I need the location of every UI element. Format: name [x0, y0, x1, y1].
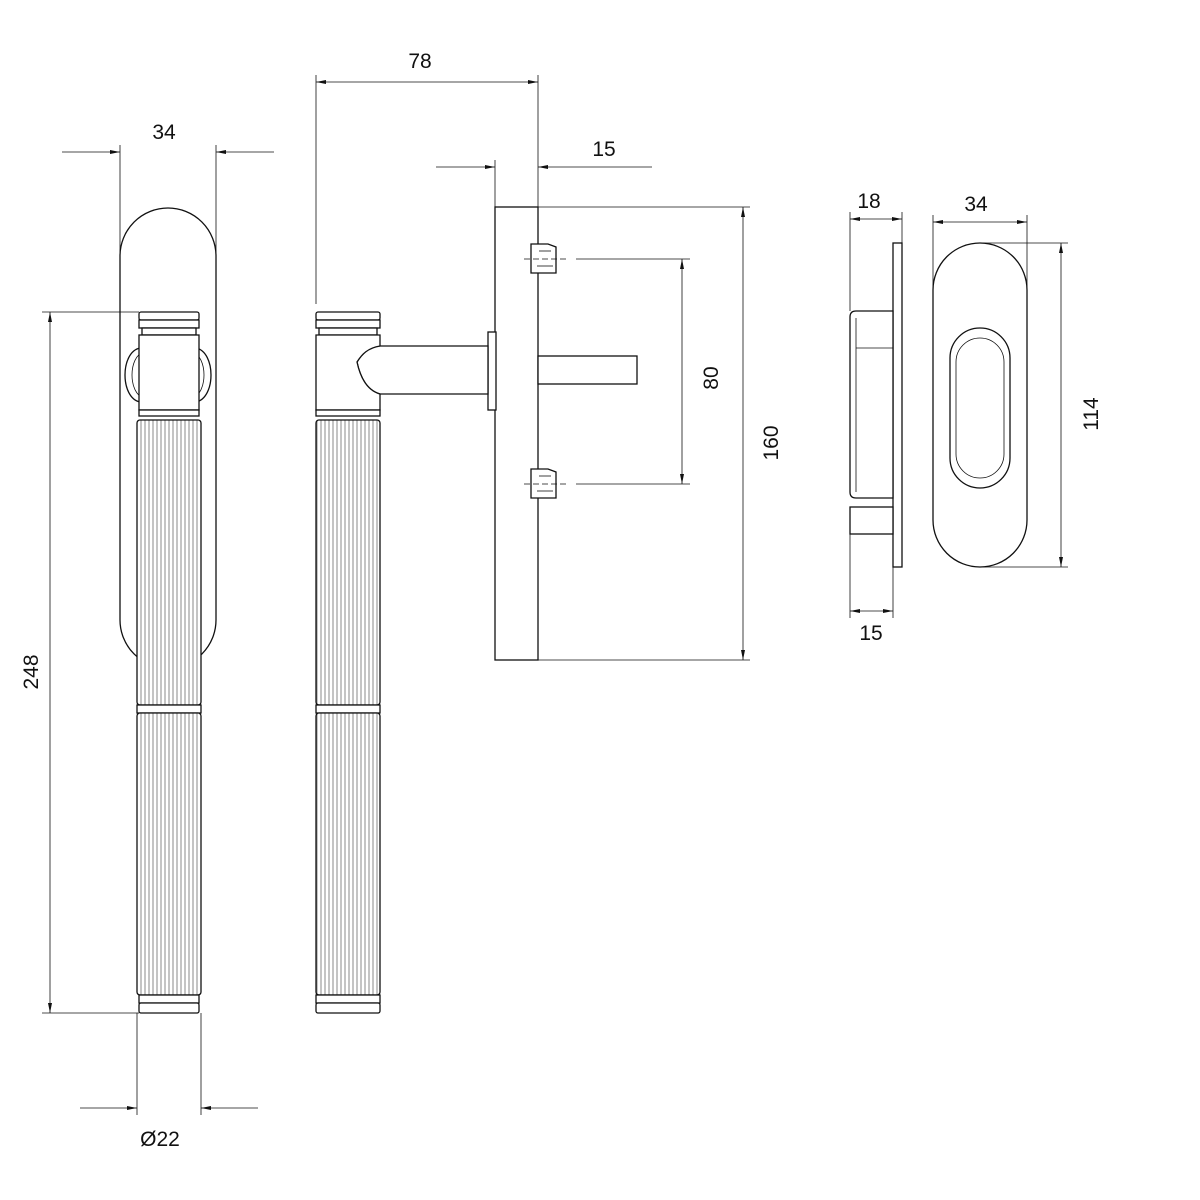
front-view [119, 207, 217, 1014]
front-lower-grip [136, 712, 202, 996]
side-boss [487, 331, 497, 411]
side-neck [315, 334, 381, 411]
escutcheon-front-dimensions: 34 114 [932, 193, 1103, 568]
front-height-label: 248 [20, 654, 43, 689]
front-top-collar [138, 311, 200, 321]
escutcheon-width-label: 34 [964, 193, 988, 216]
side-backplate [494, 206, 539, 661]
side-plate-thickness-label: 15 [592, 138, 615, 161]
front-neck [138, 334, 200, 411]
side-view [315, 206, 638, 1014]
escutcheon-side-tab [849, 506, 894, 535]
escutcheon-side-cup [849, 310, 894, 499]
side-dimensions: 78 15 80 160 [315, 50, 783, 661]
escutcheon-front-recess [949, 327, 1011, 489]
side-screw-bottom [524, 468, 566, 499]
side-lower-grip [315, 712, 381, 996]
escutcheon-front-recess-inner [955, 337, 1005, 479]
front-diameter-label: Ø22 [140, 1128, 180, 1151]
side-plate-height-label: 160 [760, 425, 783, 460]
side-spindle [537, 355, 638, 385]
escutcheon-side-view [849, 242, 903, 568]
side-upper-grip [315, 419, 381, 706]
escutcheon-thickness-label: 15 [859, 622, 882, 645]
front-bottom-cap [138, 994, 200, 1004]
front-width-label: 34 [152, 121, 176, 144]
escutcheon-side-dimensions: 18 15 [849, 190, 903, 645]
front-upper-grip [136, 419, 202, 706]
side-projection-label: 78 [408, 50, 431, 73]
side-spindle-spacing-label: 80 [700, 366, 723, 389]
front-dimensions: 34 248 Ø22 [20, 121, 274, 1151]
escutcheon-front-view [932, 242, 1028, 568]
escutcheon-depth-label: 18 [857, 190, 880, 213]
escutcheon-height-label: 114 [1080, 397, 1103, 431]
side-screw-top [524, 243, 566, 274]
side-arm [356, 345, 489, 395]
escutcheon-side-plate [892, 242, 903, 568]
